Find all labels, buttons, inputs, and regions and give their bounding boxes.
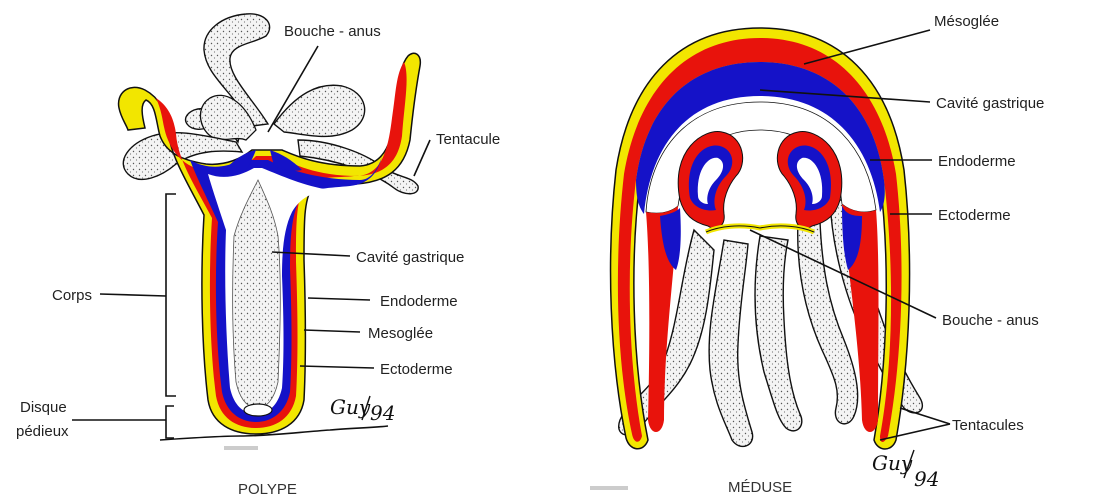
polype-disc-bracket <box>166 406 174 438</box>
polype-caption: POLYPE <box>238 481 297 498</box>
polype-label-disc-2: pédieux <box>16 423 69 440</box>
meduse-label-tentacles: Tentacules <box>952 417 1024 434</box>
polype-label-ectoderm: Ectoderme <box>380 361 453 378</box>
svg-text:94: 94 <box>370 401 395 425</box>
polype-body-layers <box>119 53 421 434</box>
polype-signature: Guy 94 <box>330 395 395 425</box>
meduse-caption: MÉDUSE <box>728 479 792 496</box>
svg-text:Guy: Guy <box>330 395 371 419</box>
meduse-label-mesoglea: Mésoglée <box>934 13 999 30</box>
polype-figure: Bouche - anus Tentacule Cavité gastrique… <box>16 14 500 498</box>
meduse-label-cavity: Cavité gastrique <box>936 95 1044 112</box>
polype-label-tentacle: Tentacule <box>436 131 500 148</box>
meduse-label-endoderm: Endoderme <box>938 153 1016 170</box>
polype-label-cavity: Cavité gastrique <box>356 249 464 266</box>
polype-scale-bar <box>224 446 258 450</box>
polype-label-mouth: Bouche - anus <box>284 23 381 40</box>
meduse-label-mouth: Bouche - anus <box>942 312 1039 329</box>
meduse-label-ectoderm: Ectoderme <box>938 207 1011 224</box>
polype-label-body: Corps <box>52 287 92 304</box>
polype-body-bracket <box>166 194 176 396</box>
meduse-figure: Mésoglée Cavité gastrique Endoderme Ecto… <box>590 13 1044 496</box>
polype-label-endoderm: Endoderme <box>380 293 458 310</box>
polype-label-disc-1: Disque <box>20 399 67 416</box>
polype-label-mesoglea: Mesoglée <box>368 325 433 342</box>
meduse-signature: Guy 94 <box>872 450 939 491</box>
svg-text:94: 94 <box>914 467 939 491</box>
meduse-scale-bar <box>590 486 628 490</box>
